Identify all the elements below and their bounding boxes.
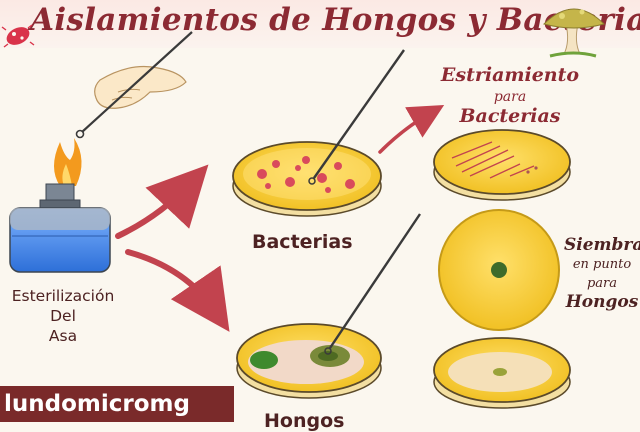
spot-line-2: en punto <box>572 257 632 272</box>
sterilization-line-3: Asa <box>48 327 78 345</box>
fungi-label: Hongos <box>264 410 345 432</box>
hand-icon <box>94 65 187 109</box>
burner-icon <box>9 138 111 273</box>
inoculation-loop-icon <box>75 31 193 139</box>
petri-dish-bacteria <box>232 141 382 217</box>
streak-label: Estriamiento para Bacterias <box>425 64 595 127</box>
petri-dish-streak <box>433 129 571 201</box>
spot-line-3: para <box>586 276 618 291</box>
petri-dish-spot <box>438 209 560 331</box>
sterilization-line-1: Esterilización <box>11 287 115 305</box>
inoculation-loop-icon <box>324 213 421 355</box>
spot-line-4: Hongos <box>565 292 639 312</box>
mushroom-icon <box>543 8 605 58</box>
spot-label: Siembra en punto para Hongos <box>564 236 640 312</box>
streak-label-big: Estriamiento <box>440 64 580 86</box>
petri-dish-spot-side <box>433 337 571 409</box>
page-title: Aislamientos de Hongos y Bacterias <box>30 2 640 38</box>
arrow-to-bacteria <box>115 164 209 239</box>
arrow-to-fungi <box>125 249 230 332</box>
title-band <box>0 0 640 48</box>
bacterium-icon <box>1 24 35 48</box>
streak-label-small: para <box>493 89 527 105</box>
arrow-to-streak <box>378 105 445 154</box>
bacteria-label: Bacterias <box>252 231 353 253</box>
sterilization-label: Esterilización Del Asa <box>0 286 126 346</box>
petri-dish-fungi <box>236 323 382 399</box>
inoculation-loop-icon <box>308 49 405 185</box>
spot-line-1: Siembra <box>564 235 640 255</box>
sterilization-line-2: Del <box>50 307 76 325</box>
streak-label-target: Bacterias <box>459 105 561 127</box>
brand-banner: lundomicromg <box>0 386 234 422</box>
